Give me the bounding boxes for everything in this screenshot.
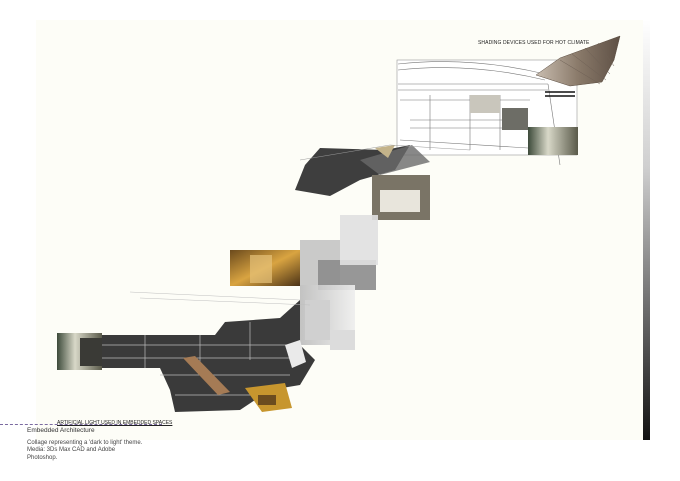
dark-mass-lower (100, 300, 315, 412)
fading-fragments (300, 215, 378, 350)
stair-photo (502, 108, 528, 130)
stair-ramp (183, 356, 230, 395)
hot-climate-label: SHADING DEVICES USED FOR HOT CLIMATE (478, 40, 590, 46)
caption-line: Collage representing a 'dark to light' t… (27, 440, 143, 446)
interior-photo-top (470, 95, 500, 113)
gradient-bar (643, 20, 650, 440)
shading-canopy (535, 35, 621, 87)
caption-line: Photoshop. (27, 454, 58, 461)
collage-caption: Collage representing a 'dark to light' t… (27, 440, 167, 462)
caption-line: Media: 3Ds Max CAD and Adobe (27, 447, 116, 454)
artificial-light-label: ARTIFICIAL LIGHT USED IN EMBEDDED SPACES (57, 420, 173, 426)
collage-title: Embedded Architecture (27, 427, 95, 434)
divider-line (0, 424, 162, 425)
courtyard-photo (528, 127, 578, 155)
